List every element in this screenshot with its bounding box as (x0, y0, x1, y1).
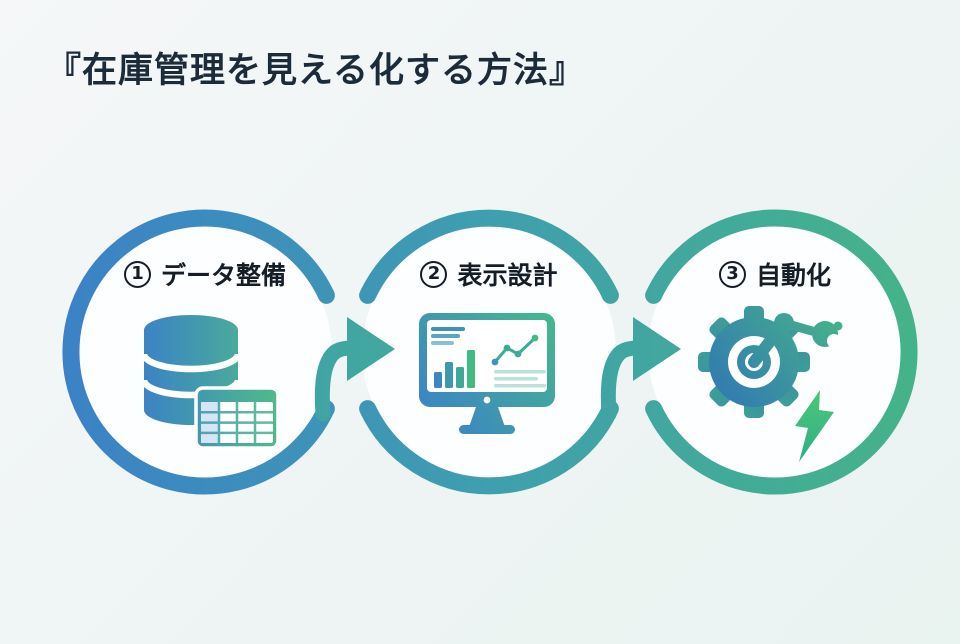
lightning-bolt-icon (795, 390, 834, 462)
step-3-number-badge: 3 (718, 260, 746, 288)
screen-text-lines (431, 327, 465, 345)
step-2-ring-top (359, 209, 619, 304)
step-1-ring (62, 209, 335, 495)
bar-chart (434, 350, 475, 388)
page-title: 『在庫管理を見える化する方法』 (46, 51, 585, 91)
robot-arm (748, 313, 843, 368)
database-table-icon (140, 315, 280, 450)
gear-robot-arm-icon (698, 306, 843, 462)
screen-caption-lines (494, 370, 546, 388)
step-3-label: 3 自動化 (665, 258, 885, 290)
step-2-label-text: 表示設計 (457, 261, 558, 290)
monitor-button (483, 396, 491, 404)
step-3-label-text: 自動化 (755, 261, 831, 290)
step-2-ring-bottom (359, 400, 619, 495)
step-1-label: 1 データ整備 (95, 258, 315, 290)
table-icon (194, 386, 280, 450)
step-3-ring (645, 209, 918, 495)
monitor-stand (469, 407, 505, 427)
step-1-label-text: データ整備 (160, 261, 286, 290)
line-chart (491, 334, 539, 366)
monitor-base (459, 425, 515, 434)
step-2-number-badge: 2 (420, 260, 448, 288)
step-2-label: 2 表示設計 (379, 258, 599, 290)
monitor-dashboard-icon (419, 313, 555, 434)
step-1-number-badge: 1 (123, 260, 151, 288)
arrow-right-icon (600, 317, 681, 422)
